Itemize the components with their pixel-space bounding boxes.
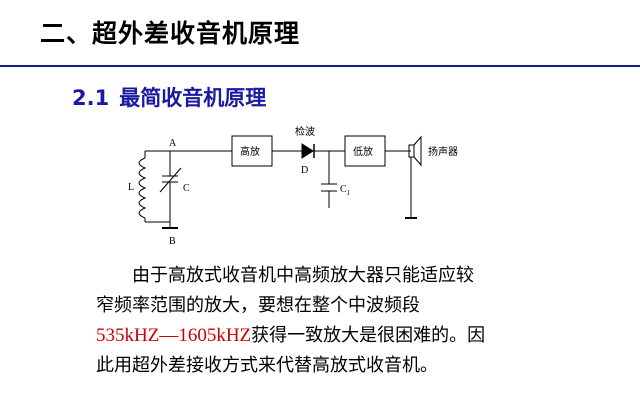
- node-a-label: A: [169, 138, 177, 149]
- capacitor-label: C: [183, 183, 190, 194]
- variable-cap-arrow: [159, 167, 182, 193]
- c1-label-sub: 1: [347, 189, 351, 197]
- section-heading: 2.1 最简收音机原理: [72, 82, 266, 112]
- node-b-label: B: [169, 236, 176, 247]
- section-title: 最简收音机原理: [119, 86, 267, 110]
- diode-label: D: [301, 165, 308, 176]
- para-line-3: 535kHZ—1605kHZ获得一致放大是很困难的。因: [96, 321, 566, 351]
- section-number: 2.1: [72, 86, 110, 110]
- radio-circuit-diagram: A B L C 高放 检波 D 低放 扬声器 C1: [128, 125, 458, 247]
- inductor-label: L: [128, 182, 134, 193]
- speaker-cone: [413, 135, 422, 167]
- title-divider: [0, 65, 640, 67]
- para-line-2: 窄频率范围的放大，要想在整个中波频段: [96, 295, 420, 316]
- para-line-1-text: 由于高放式收音机中高频放大器只能适应较: [132, 265, 474, 286]
- para-line-1: 由于高放式收音机中高频放大器只能适应较: [96, 261, 566, 291]
- c1-label-main: C: [340, 184, 347, 195]
- speaker-label: 扬声器: [428, 145, 458, 158]
- para-line-3-text: 获得一致放大是很困难的。因: [251, 325, 486, 346]
- para-line-4: 此用超外差接收方式来代替高放式收音机。: [96, 355, 438, 376]
- inductor-coil: [138, 157, 147, 219]
- explanation-paragraph: 由于高放式收音机中高频放大器只能适应较 窄频率范围的放大，要想在整个中波频段 5…: [96, 261, 566, 381]
- c1-label: C1: [340, 184, 351, 197]
- detector-label: 检波: [295, 125, 315, 138]
- page-title: 二、超外差收音机原理: [40, 19, 301, 48]
- frequency-range: 535kHZ—1605kHZ: [96, 325, 252, 346]
- diode-symbol: [301, 143, 314, 159]
- amp-block-label: 高放: [240, 145, 260, 158]
- lowamp-block-label: 低放: [353, 145, 373, 158]
